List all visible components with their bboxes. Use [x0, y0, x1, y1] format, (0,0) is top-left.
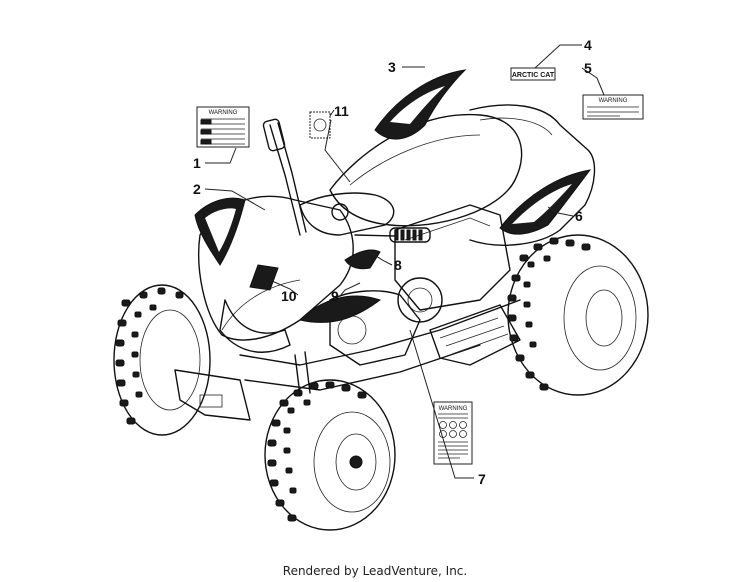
callout-8: 8: [394, 257, 402, 273]
front-nose-graphic-decal: [249, 249, 382, 323]
callout-labels: 1 2 3 4 5 6 7 8 9 10 11: [193, 37, 592, 487]
front-fender-graphic-decal: [194, 197, 246, 266]
warning-decal-rear: WARNING: [582, 94, 644, 120]
brand-decal-text: ARCTIC CAT: [512, 72, 555, 79]
front-right-wheel: [264, 379, 396, 531]
warning-decal-front-header: WARNING: [209, 110, 238, 116]
callout-5: 5: [584, 60, 592, 76]
callout-2: 2: [193, 181, 201, 197]
rear-right-wheel: [507, 234, 649, 396]
callout-11: 11: [334, 103, 349, 119]
brand-decal: ARCTIC CAT: [510, 67, 556, 81]
handlebars: [262, 118, 431, 243]
warning-decal-front: WARNING: [196, 106, 250, 148]
front-left-wheel: [113, 284, 211, 436]
atv-body: [174, 104, 596, 421]
callout-9: 9: [331, 288, 339, 304]
callout-6: 6: [575, 208, 583, 224]
callout-3: 3: [388, 59, 396, 75]
callout-10: 10: [281, 288, 297, 304]
leader-lines: [204, 44, 605, 479]
rear-fender-graphic-decal: [374, 69, 467, 140]
callout-7: 7: [478, 471, 486, 487]
rear-side-graphic-decal: [499, 169, 592, 235]
warning-decal-rear-header: WARNING: [599, 98, 628, 104]
icon-decal-small: [309, 111, 331, 139]
footer-credit: Rendered by LeadVenture, Inc.: [282, 564, 468, 578]
callout-1: 1: [193, 155, 201, 171]
callout-4: 4: [584, 37, 592, 53]
warning-decal-large-header: WARNING: [439, 406, 468, 412]
warning-decal-large: WARNING: [433, 401, 473, 465]
